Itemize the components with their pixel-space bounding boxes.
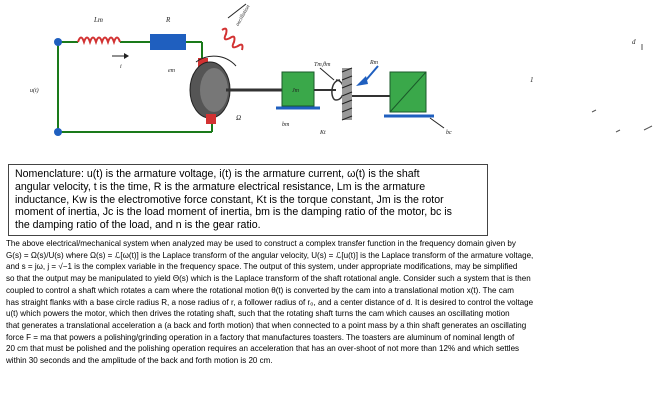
nomenclature-box: Nomenclature: u(t) is the armature volta… — [8, 164, 488, 236]
body-line: has straight flanks with a base circle r… — [6, 297, 534, 307]
label-Jm: Jm — [292, 88, 300, 94]
label-Tm: Tm,θm — [314, 62, 331, 68]
inductor-coil — [77, 36, 121, 46]
body-line: The above electrical/mechanical system w… — [6, 239, 516, 248]
label-bc: bc — [446, 130, 452, 136]
nomenclature-line: moment of inertia, Jc is the load moment… — [15, 206, 452, 219]
body-line: so that the output may be manipulated to… — [6, 274, 531, 284]
body-line: that generates a translational accelerat… — [6, 320, 527, 330]
label-R: R — [165, 16, 171, 24]
label-omega: Ω — [236, 114, 241, 122]
nomenclature-line: the damping ratio of the load, and n is … — [15, 219, 261, 232]
load-block-diagonal — [389, 71, 427, 113]
body-line: force F = ma that powers a polishing/gri… — [6, 332, 515, 342]
margin-mark-4 — [591, 109, 597, 113]
resistor — [150, 34, 186, 50]
nomenclature-line: angular velocity, t is the time, R is th… — [15, 180, 426, 193]
nomenclature-line: Nomenclature: u(t) is the armature volta… — [15, 168, 420, 180]
radius-arrowhead — [356, 76, 368, 86]
motor-face — [200, 68, 228, 112]
label-i: i — [120, 64, 122, 70]
body-line: G(s) = Ω(s)/U(s) where Ω(s) = ℒ[ω(t)] is… — [6, 250, 534, 260]
label-d: d — [632, 38, 636, 46]
label-one: 1 — [530, 76, 534, 84]
motor-terminal-bottom — [206, 114, 216, 124]
nomenclature-line: inductance, Kw is the electromotive forc… — [15, 193, 444, 206]
torque-arrow — [319, 67, 335, 81]
body-line: coupled to control a shaft which rotates… — [6, 285, 514, 295]
label-Rm: Rm — [369, 60, 379, 66]
rotor-inertia-block — [281, 71, 315, 107]
body-line: within 30 seconds and the amplitude of t… — [6, 356, 273, 366]
current-arrowhead — [124, 53, 129, 59]
problem-statement: The above electrical/mechanical system w… — [6, 238, 666, 367]
body-line: u(t) which powers the motor, which then … — [6, 309, 510, 319]
circuit-wires — [57, 41, 213, 133]
body-line: and s = jω, j = √−1 is the complex varia… — [6, 262, 518, 272]
wall-hatch — [341, 67, 353, 121]
label-u: u(t) — [30, 87, 39, 94]
label-Lm: Lm — [93, 16, 103, 24]
body-line: 20 cm that must be polished and the poli… — [6, 344, 520, 354]
motor-terminal-top — [198, 58, 208, 68]
oscillation-spring — [221, 27, 244, 51]
damping-arrow — [429, 117, 445, 129]
label-bm: bm — [282, 122, 290, 128]
oscillation-rod — [227, 3, 247, 19]
label-oscillation: oscillation — [235, 4, 252, 27]
terminal-node-top — [54, 38, 62, 46]
system-diagram: Lm R u(t) i em Ω bm oscillation Jm Tm,θm… — [30, 3, 653, 136]
terminal-node-bottom — [54, 128, 62, 136]
margin-mark-3 — [615, 129, 621, 133]
rotation-arrow — [195, 55, 237, 67]
label-Kt: Kt — [319, 130, 326, 136]
margin-mark-2 — [643, 125, 653, 131]
radius-arrow — [365, 65, 379, 81]
label-em: em — [168, 68, 176, 74]
